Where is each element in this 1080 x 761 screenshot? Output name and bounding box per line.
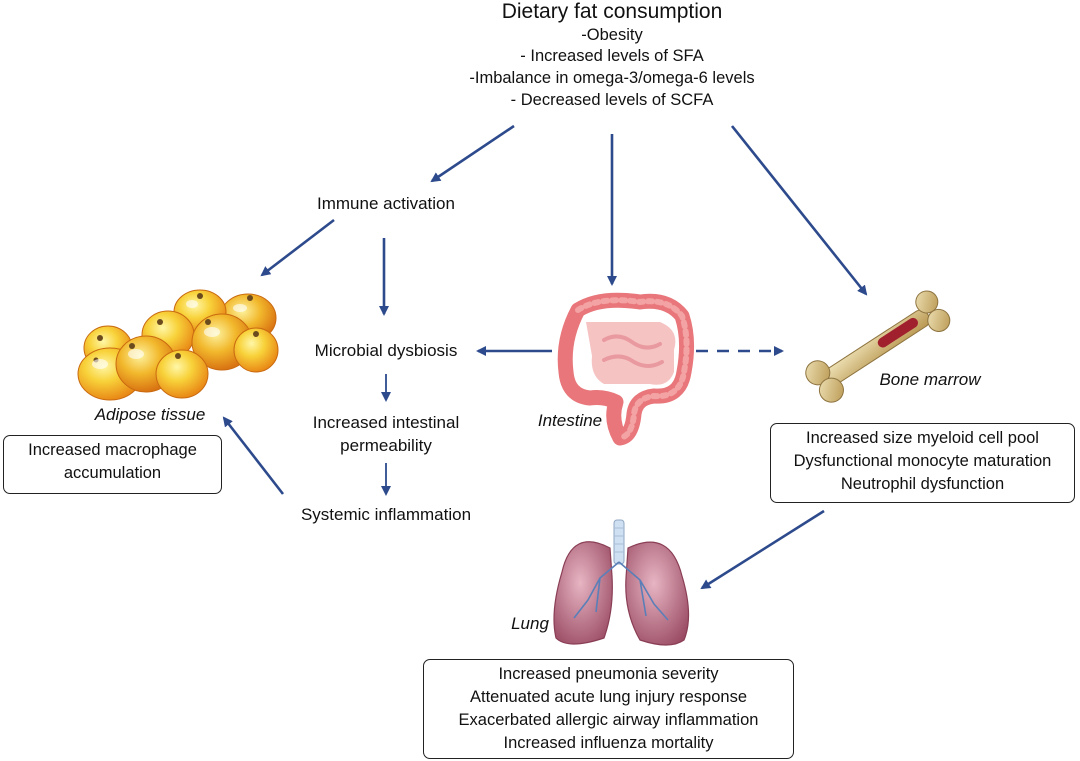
adipose-effect-line2: accumulation (63, 464, 162, 482)
bone-marrow-effect-line1: Increased size myeloid cell pool (806, 429, 1039, 447)
adipose-effect-line1: Increased macrophage (28, 441, 197, 459)
bone-illustration (805, 290, 951, 403)
node-intestinal-permeability-line2: permeability (340, 436, 432, 455)
lung-illustration (553, 519, 690, 646)
node-microbial-dysbiosis: Microbial dysbiosis (314, 341, 458, 360)
bone-marrow-effect-line3: Neutrophil dysfunction (840, 475, 1005, 493)
box-bone-marrow-effects: Increased size myeloid cell pool Dysfunc… (770, 423, 1075, 503)
box-lung-effects: Increased pneumonia severity Attenuated … (423, 659, 794, 759)
node-immune-activation: Immune activation (317, 194, 455, 213)
arrow-diet-to-immune (430, 124, 515, 183)
arrow-bone-marrow-to-lung (700, 509, 825, 590)
header-item-scfa: - Decreased levels of SCFA (510, 91, 714, 109)
label-adipose-tissue: Adipose tissue (94, 405, 206, 424)
lung-effect-line4: Increased influenza mortality (503, 734, 714, 752)
label-intestine: Intestine (537, 411, 603, 430)
adipose-illustration (77, 289, 279, 401)
bone-marrow-effect-line2: Dysfunctional monocyte maturation (793, 452, 1052, 470)
node-intestinal-permeability-line1: Increased intestinal (312, 413, 460, 432)
label-lung: Lung (511, 614, 549, 633)
arrow-systemic-to-adipose (222, 416, 285, 495)
header-item-sfa: - Increased levels of SFA (520, 47, 704, 65)
node-systemic-inflammation: Systemic inflammation (300, 505, 472, 524)
lung-effect-line1: Increased pneumonia severity (498, 665, 719, 683)
header-item-obesity: -Obesity (581, 26, 643, 44)
intestine-illustration (557, 292, 695, 446)
arrow-diet-to-bone-marrow (730, 125, 868, 296)
lung-effect-line3: Exacerbated allergic airway inflammation (458, 711, 759, 729)
diagram-title: Dietary fat consumption (501, 0, 723, 23)
arrows (222, 124, 868, 590)
box-adipose-effects: Increased macrophage accumulation (3, 435, 222, 494)
header-item-omega: -Imbalance in omega-3/omega-6 levels (469, 69, 755, 87)
label-bone-marrow: Bone marrow (879, 370, 981, 389)
arrow-immune-to-adipose (260, 218, 335, 277)
lung-effect-line2: Attenuated acute lung injury response (469, 688, 748, 706)
